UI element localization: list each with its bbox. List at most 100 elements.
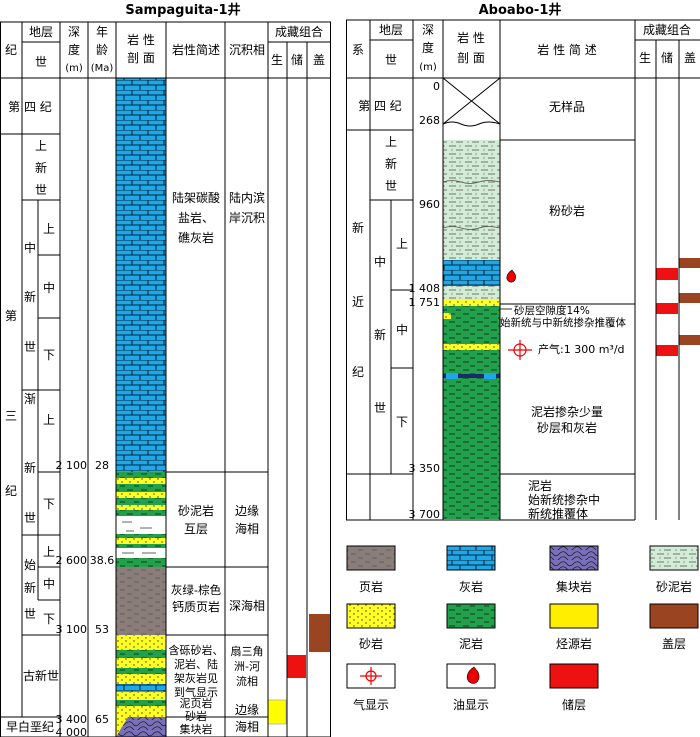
facies-marginal-2: 海相 (235, 521, 259, 536)
miocene-upper: 上 (396, 237, 408, 251)
facies-coastal-2: 岸沉积 (229, 211, 265, 225)
period-tertiary-1: 第 (5, 309, 17, 323)
left-facies: 陆内滨 岸沉积 边缘 海相 深海相 扇三角 洲-河 流相 边缘 海相 (229, 190, 265, 734)
desc-shale-1: 灰绿-棕色 (171, 583, 222, 597)
legend-swatch-shale (346, 545, 396, 571)
header-source: 生 (639, 51, 651, 65)
header-age-unit: (Ma) (91, 63, 114, 74)
depth-2100: 2 100 (56, 459, 88, 472)
facies-coastal-1: 陆内滨 (229, 190, 265, 205)
header-depth-unit: (m) (65, 63, 83, 74)
legend-swatch-agglomerate (549, 545, 599, 571)
epoch-pliocene-2: 新 (385, 156, 397, 171)
right-header: 系 地层 世 深 度 (m) 岩 性 剖 面 岩 性 简 述 成藏组合 生 储 … (352, 22, 696, 73)
epoch-paleocene: 古新世 (23, 668, 59, 683)
right-lithology-column (442, 77, 501, 519)
litho-siltstone (443, 140, 500, 260)
epoch-eocene-3: 世 (24, 607, 36, 621)
left-source-block (267, 699, 287, 725)
epoch-miocene-2: 新 (24, 289, 36, 304)
desc-bottom-1: 泥岩 (528, 478, 552, 493)
litho-sandstone (443, 300, 500, 306)
header-litho-1: 岩 性 (457, 30, 485, 45)
facies-marginal-1: 边缘 (235, 504, 259, 518)
legend-mudstone: 泥岩 (459, 636, 483, 651)
epoch-oligocene-3: 世 (24, 511, 36, 525)
depth-268: 268 (419, 114, 440, 127)
right-assemblage-blocks (656, 258, 700, 356)
left-header: 纪 地层 世 深 度 (m) 年 龄 (Ma) 岩 性 剖 面 岩性简述 沉积相… (5, 24, 325, 74)
epoch-oligocene-2: 新 (24, 460, 36, 475)
legend-sandstone: 砂岩 (359, 636, 383, 651)
litho-mud-band-light (116, 548, 166, 558)
litho-shale (116, 567, 166, 635)
header-litho-1: 岩 性 (127, 32, 155, 47)
litho-limestone (443, 260, 500, 286)
gas-show-icon-cross (360, 667, 382, 685)
header-litho-2: 剖 面 (457, 51, 485, 65)
desc-carbonate-1: 陆架碳酸 (172, 190, 220, 205)
desc-cret-1: 泥页岩 (180, 696, 213, 710)
header-litho-2: 剖 面 (127, 51, 155, 65)
sampaguita-column: Sampaguita-1井 (0, 2, 331, 737)
header-age-2: 龄 (96, 43, 108, 57)
right-cap-block (679, 293, 700, 303)
right-table-grid (346, 19, 700, 521)
miocene-lower: 下 (396, 415, 408, 429)
header-diceng: 地层 (379, 23, 403, 37)
litho-lime-lens (484, 373, 496, 379)
desc-paleo-4: 到气显示 (174, 685, 218, 699)
gas-show-icon-cross (508, 340, 532, 360)
header-facies: 沉积相 (229, 43, 265, 57)
litho-wavy (442, 226, 501, 230)
left-reservoir-block (287, 655, 306, 678)
header-assemblage: 成藏组合 (275, 24, 323, 39)
age-53: 53 (95, 623, 109, 636)
desc-no-sample: 无样品 (549, 99, 585, 114)
depth-3100: 3 100 (56, 623, 88, 636)
eocene-upper: 上 (43, 545, 55, 559)
desc-bottom-3: 新统推覆体 (528, 506, 588, 521)
eocene-lower: 下 (43, 612, 55, 626)
desc-carbonate-3: 礁灰岩 (178, 230, 214, 245)
litho-mud-band (116, 700, 166, 706)
legend-swatch-mudstone (446, 603, 496, 629)
facies-fan-3: 流相 (236, 674, 258, 688)
header-depth-2: 度 (68, 42, 80, 57)
miocene-lower: 下 (43, 348, 55, 362)
right-depths: 0 268 960 1 408 1 751 3 350 3 700 (409, 80, 441, 521)
litho-sand-lens (443, 313, 451, 319)
right-reservoir-block (656, 303, 678, 314)
oil-show-icon (466, 666, 480, 684)
period-neogene-1: 新 (352, 220, 364, 235)
desc-siltstone: 粉砂岩 (549, 203, 585, 218)
header-ji: 纪 (5, 43, 17, 57)
desc-porosity: 砂层空隙度14% (514, 304, 590, 317)
header-depth-1: 深 (68, 25, 80, 39)
litho-dark-band (443, 374, 500, 378)
litho-mudstone (443, 306, 500, 519)
epoch-miocene-2: 新 (374, 327, 386, 342)
left-descriptions: 陆架碳酸 盐岩、 礁灰岩 砂泥岩 互层 灰绿-棕色 钙质页岩 含砾砂岩、 泥岩、… (169, 190, 224, 736)
right-title: Aboabo-1井 (479, 2, 562, 18)
facies-fan-1: 扇三角 (231, 644, 264, 658)
desc-paleo-2: 泥岩、陆 (174, 657, 218, 671)
age-38-6: 38.6 (90, 554, 115, 567)
legend-sand-mud: 砂泥岩 (656, 579, 692, 594)
desc-paleo-3: 架灰岩见 (174, 671, 218, 685)
miocene-middle: 中 (43, 280, 55, 295)
epoch-miocene-3: 世 (24, 340, 36, 354)
age-65: 65 (95, 713, 109, 726)
legend-swatch-limestone (446, 545, 496, 571)
facies-deep-sea: 深海相 (229, 598, 265, 613)
epoch-pliocene-1: 上 (35, 139, 47, 153)
epoch-eocene-2: 新 (24, 580, 36, 595)
litho-sand-band (116, 505, 166, 510)
desc-shale-2: 钙质页岩 (172, 599, 220, 614)
header-shi: 世 (385, 53, 397, 67)
period-quaternary: 第 四 纪 (8, 100, 52, 114)
desc-gas-yield: 产气:1 300 m³/d (538, 342, 625, 356)
desc-cret-3: 集块岩 (180, 722, 213, 736)
